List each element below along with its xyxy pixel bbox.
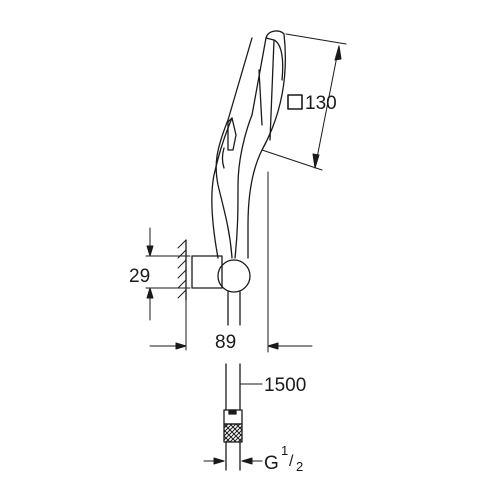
ext-line-bottom <box>261 149 323 171</box>
hand-shower <box>211 30 286 259</box>
face-plate-line-1 <box>265 37 275 141</box>
label-thread-den: 2 <box>296 459 303 474</box>
dim-head-size <box>261 33 347 171</box>
arrow-head-top <box>334 45 342 61</box>
label-thread-slash: / <box>289 453 294 470</box>
dim-bracket-height <box>145 227 191 321</box>
dim-thread <box>203 457 263 465</box>
dim-projection <box>149 171 313 353</box>
face-plate-line-3 <box>258 69 263 126</box>
handle-left-edge <box>211 117 233 259</box>
bracket-body <box>191 255 223 289</box>
label-thread-letter: G <box>264 453 279 474</box>
label-head-size: 130 <box>305 93 337 114</box>
ext-line-top <box>285 33 347 45</box>
control-detail <box>221 147 225 169</box>
handle-inner-line <box>215 37 253 259</box>
label-thread-num: 1 <box>281 443 288 458</box>
label-bracket-height: 29 <box>129 266 150 287</box>
thread-knurl <box>223 423 243 443</box>
nut-slot <box>228 409 237 415</box>
shower-outline <box>234 30 286 259</box>
thread-fitting <box>223 423 243 443</box>
square-symbol <box>287 94 303 110</box>
bracket-ball <box>217 259 251 293</box>
dim-line-head <box>314 45 340 169</box>
wall-bracket <box>177 239 251 326</box>
arrow-head-bottom <box>312 153 320 169</box>
wall-hatching <box>177 239 187 299</box>
label-wall-projection: 89 <box>215 332 236 353</box>
hose-fitting <box>223 363 243 471</box>
spray-button <box>227 117 237 151</box>
label-hose-length: 1500 <box>264 375 306 396</box>
face-plate-line-2 <box>273 39 284 81</box>
